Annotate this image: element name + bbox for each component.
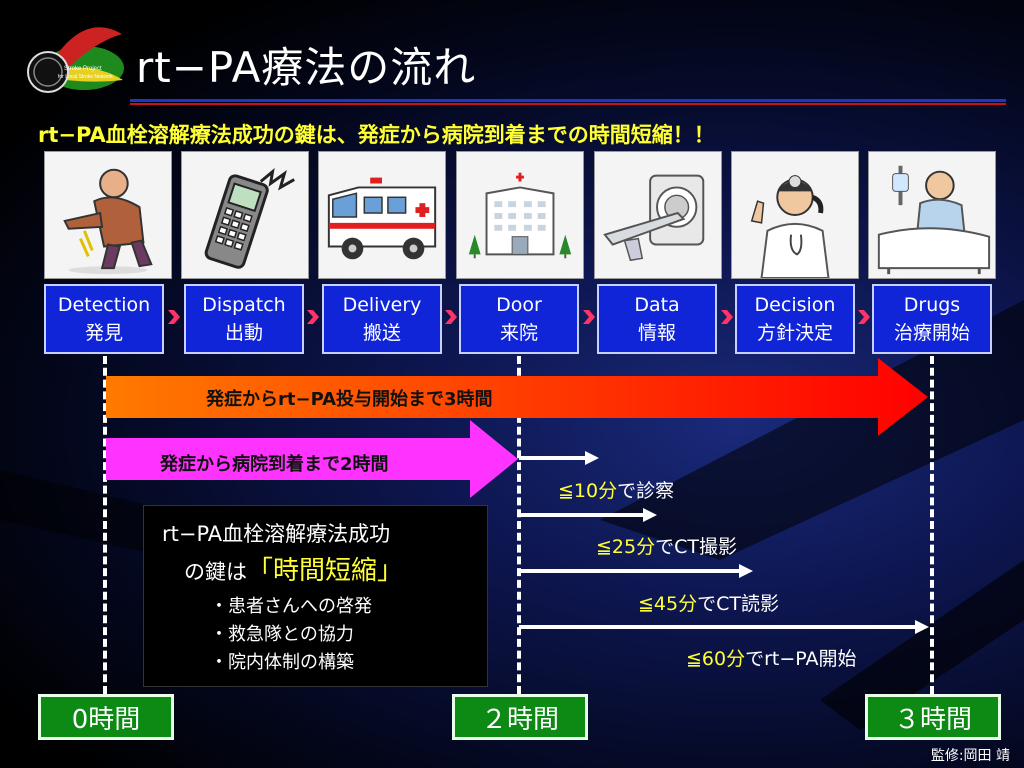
arrow-arrival-label: 発症から病院到着まで2時間 (160, 454, 389, 475)
project-logo: Stroke Project for Local Stroke Network (27, 27, 124, 93)
condition-limit: ≦25分 (596, 536, 656, 558)
key-bullet: ・患者さんへの啓発 (210, 596, 372, 617)
step-ja-label: 治療開始 (893, 322, 970, 344)
key-line2-prefix: の鍵は (184, 560, 247, 584)
ct-scanner-icon (603, 174, 705, 262)
arrow-onset-to-treatment (106, 358, 928, 436)
arrow-total-label: 発症からrt−PA投与開始まで3時間 (206, 389, 493, 410)
fallen-elderly-person-icon (63, 168, 153, 275)
step-box-decision: Decision 方針決定 (735, 284, 855, 354)
condition-limit: ≦45分 (638, 593, 698, 615)
condition-text: でCT撮影 (655, 536, 737, 558)
condition-text: でrt−PA開始 (745, 648, 857, 670)
title-rule-red (130, 103, 1006, 105)
step-box-drugs: Drugs 治療開始 (872, 284, 992, 354)
key-message-box: rt−PA血栓溶解療法成功 の鍵は「時間短縮」 ・患者さんへの啓発 ・救急隊との… (143, 505, 488, 687)
step-ja-label: 来院 (499, 322, 538, 344)
condition-10min: ≦10分で診察 (558, 476, 674, 503)
title-rule-blue (130, 99, 1006, 102)
supervisor-credit: 監修:岡田 靖 (930, 748, 1010, 764)
step-picture-drugs (868, 151, 996, 279)
step-en-label: Detection (57, 294, 151, 316)
step-en-label: Delivery (342, 294, 422, 316)
slide-title: rt−PA療法の流れ (136, 43, 477, 92)
step-box-door: Door 来院 (459, 284, 579, 354)
key-bullet: ・救急隊との協力 (210, 624, 354, 645)
step-en-label: Decision (754, 294, 836, 316)
step-ja-label: 搬送 (362, 322, 401, 344)
slide-subtitle: rt−PA血栓溶解療法成功の鍵は、発症から病院到着までの時間短縮！！ (38, 123, 715, 147)
step-box-detection: Detection 発見 (44, 284, 164, 354)
arrow-10min (519, 451, 599, 465)
step-ja-label: 方針決定 (756, 322, 833, 344)
step-chevron-icon (583, 310, 595, 324)
step-en-label: Data (634, 294, 680, 316)
step-picture-detection (44, 151, 172, 279)
step-picture-decision (731, 151, 859, 279)
key-line1: rt−PA血栓溶解療法成功 (162, 522, 391, 546)
step-ja-label: 情報 (637, 322, 676, 344)
step-en-label: Dispatch (202, 294, 286, 316)
step-box-dispatch: Dispatch 出動 (184, 284, 304, 354)
arrow-60min (519, 620, 929, 634)
arrow-onset-to-arrival (106, 420, 518, 498)
step-en-label: Door (496, 294, 542, 316)
step-chevron-icon (858, 310, 870, 324)
patient-in-bed-icon (877, 165, 991, 275)
condition-60min: ≦60分でrt−PA開始 (686, 644, 857, 671)
hospital-icon (468, 172, 572, 259)
step-chevron-icon (307, 310, 319, 324)
mobile-phone-icon (204, 168, 295, 269)
step-picture-data (594, 151, 722, 279)
condition-45min: ≦45分でCT読影 (638, 589, 779, 616)
condition-limit: ≦10分 (558, 480, 618, 502)
key-bullet: ・院内体制の構築 (210, 652, 354, 673)
key-line2: の鍵は「時間短縮」 (184, 550, 403, 587)
step-picture-door (456, 151, 584, 279)
logo-text-line1: Stroke Project (64, 66, 102, 72)
arrow-25min (519, 508, 657, 522)
step-chevron-icon (168, 310, 180, 324)
step-picture-delivery (318, 151, 446, 279)
step-box-delivery: Delivery 搬送 (322, 284, 442, 354)
ambulance-icon (327, 177, 437, 260)
step-ja-label: 出動 (224, 322, 263, 344)
condition-25min: ≦25分でCT撮影 (596, 532, 737, 559)
condition-text: でCT読影 (697, 593, 779, 615)
condition-limit: ≦60分 (686, 648, 746, 670)
condition-text: で診察 (617, 480, 675, 502)
logo-text-line2: for Local Stroke Network (58, 74, 113, 80)
step-picture-dispatch (181, 151, 309, 279)
hour-marker-2: ２時間 (452, 694, 588, 740)
step-ja-label: 発見 (84, 322, 123, 344)
time-line-0h (103, 356, 107, 694)
time-line-2h (517, 356, 521, 694)
step-chevron-icon (445, 310, 457, 324)
step-en-label: Drugs (903, 294, 961, 316)
step-box-data: Data 情報 (597, 284, 717, 354)
doctor-on-phone-icon (750, 175, 830, 278)
arrow-45min (519, 564, 753, 578)
key-highlight: 「時間短縮」 (247, 556, 404, 586)
hour-marker-3: ３時間 (865, 694, 1001, 740)
step-chevron-icon (721, 310, 733, 324)
time-line-3h (930, 356, 934, 694)
hour-marker-0: 0時間 (38, 694, 174, 740)
